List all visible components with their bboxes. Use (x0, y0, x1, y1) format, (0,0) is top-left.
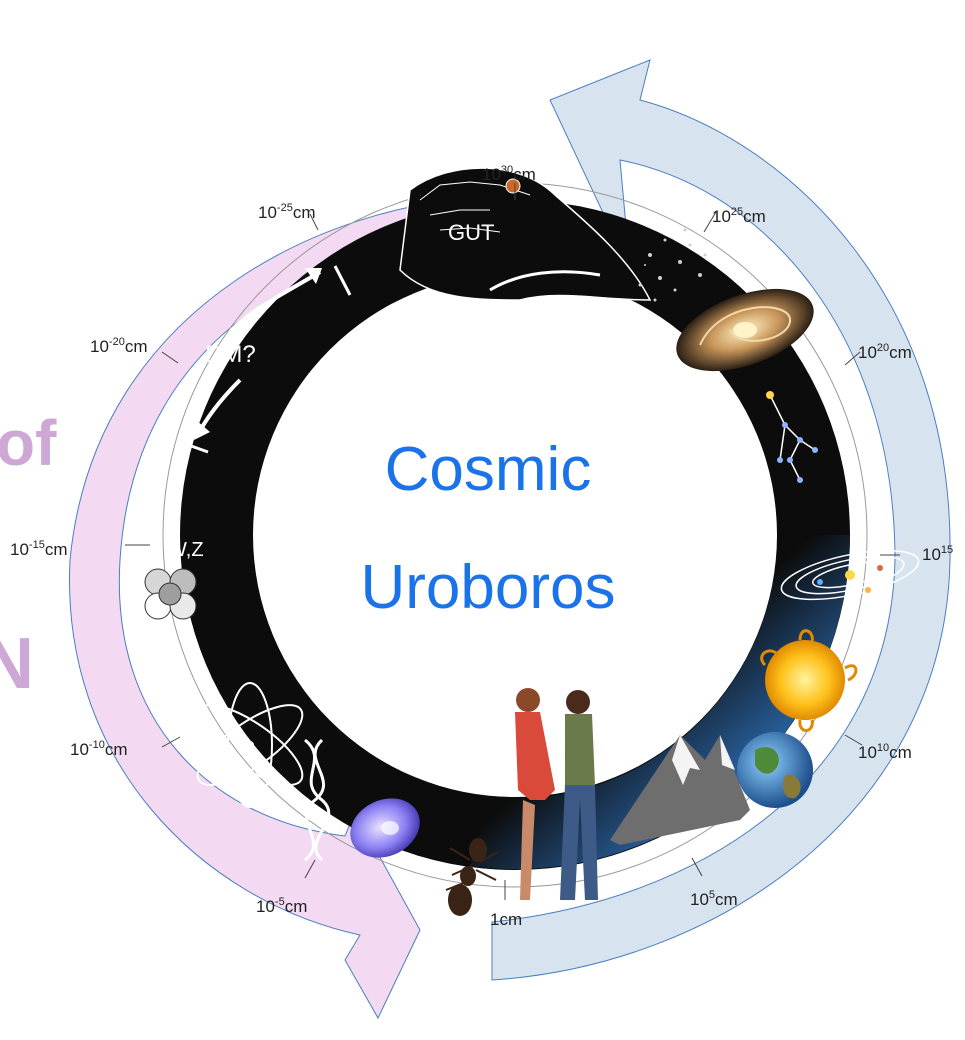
title-line-1: Cosmic (385, 435, 592, 504)
scale-label-1e-10: 10-10cm (70, 739, 128, 759)
solar-system-icon (780, 549, 920, 601)
human-couple-icon (515, 688, 598, 900)
scale-labels: 1030cm 1025cm 1020cm 1015 1010cm 105cm 1… (10, 164, 953, 929)
dm-arrow (179, 265, 352, 454)
dna-icon (303, 738, 331, 862)
edge-text-n: N (0, 624, 34, 704)
snake-head-icon (399, 167, 652, 301)
atom-icon (196, 682, 304, 808)
cell-icon (350, 798, 420, 858)
right-arrow (491, 59, 951, 981)
sun-icon (760, 629, 858, 732)
scale-label-1e-15: 10-15cm (10, 539, 68, 559)
scale-label-1e25: 1025cm (712, 206, 766, 226)
spiral-galaxy-icon (676, 288, 814, 372)
scale-label-1e-20: 10-20cm (90, 336, 148, 356)
scale-ticks (125, 183, 900, 900)
constellation-icon (766, 391, 818, 483)
scale-label-1e5: 105cm (690, 889, 738, 909)
nucleus-icon (144, 568, 197, 620)
scale-label-1e20: 1020cm (858, 342, 912, 362)
wz-label: W,Z (168, 539, 204, 561)
edge-text-of: of (0, 407, 57, 479)
left-arrow (69, 195, 513, 1020)
mountain-icon (610, 735, 750, 845)
galaxy-cluster-icon (638, 228, 707, 302)
scale-label-1e15: 1015 (922, 544, 953, 564)
scale-label-1e-5: 10-5cm (256, 896, 307, 916)
scale-label-1cm: 1cm (490, 910, 522, 929)
ant-icon (445, 838, 499, 916)
scale-label-1e30: 1030cm (482, 164, 536, 184)
title-line-2: Uroboros (361, 553, 616, 622)
gut-label: GUT (448, 220, 494, 245)
ring-inner (253, 273, 777, 797)
earth-icon (737, 732, 813, 808)
scale-label-1e-25: 10-25cm (258, 202, 316, 222)
dm-label: DM? (205, 341, 256, 368)
scale-label-1e10: 1010cm (858, 742, 912, 762)
